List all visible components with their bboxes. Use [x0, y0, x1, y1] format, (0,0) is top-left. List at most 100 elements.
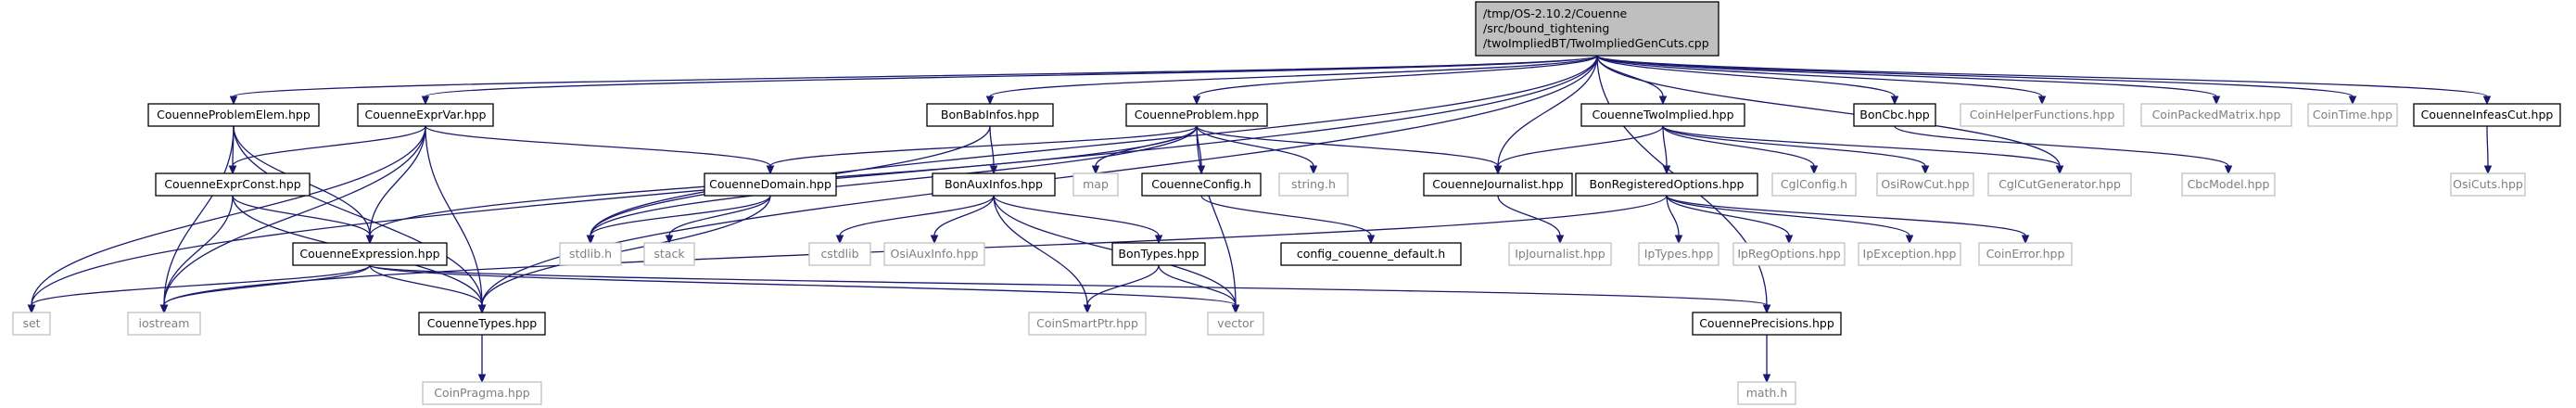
node-couenne-expression[interactable]: CouenneExpression.hpp — [292, 242, 448, 266]
edge-couenne-two-implied-to-bon-registered-options — [1662, 125, 1671, 175]
edge-couenne-problem-to-couenne-journalist — [1196, 125, 1503, 175]
edge-root-to-coin-helper-functions — [1596, 55, 2047, 106]
node-label: IpRegOptions.hpp — [1737, 247, 1840, 261]
edge-couenne-domain-to-stack — [665, 195, 771, 245]
node-label: set — [22, 316, 40, 330]
node-label: cstdlib — [820, 247, 858, 261]
edge-root-to-couenne-problem — [1192, 55, 1598, 106]
node-couenne-config[interactable]: CouenneConfig.h — [1141, 172, 1262, 197]
edge-bon-cbc-to-cbc-model — [1894, 125, 2233, 175]
node-couenne-infeas-cut[interactable]: CouenneInfeasCut.hpp — [2413, 103, 2561, 127]
node-label: CouenneTypes.hpp — [427, 316, 538, 330]
node-label: stdlib.h — [569, 247, 612, 261]
node-label: CbcModel.hpp — [2188, 177, 2270, 191]
node-label: CoinPackedMatrix.hpp — [2152, 108, 2281, 121]
node-label: CouenneExpression.hpp — [299, 247, 439, 261]
node-couenne-journalist[interactable]: CouenneJournalist.hpp — [1423, 172, 1573, 197]
edge-couenne-expr-var-to-iostream — [159, 125, 426, 314]
node-bon-aux-infos[interactable]: BonAuxInfos.hpp — [932, 172, 1056, 197]
node-couenne-problem[interactable]: CouenneProblem.hpp — [1125, 103, 1268, 127]
node-label: BonAuxInfos.hpp — [945, 177, 1043, 191]
edge-couenne-config-to-config-couenne-default — [1200, 195, 1376, 245]
node-label: string.h — [1291, 177, 1336, 191]
node-couenne-types[interactable]: CouenneTypes.hpp — [418, 312, 546, 336]
node-coin-smart-ptr: CoinSmartPtr.hpp — [1028, 312, 1147, 336]
edge-bon-types-to-vector — [1158, 264, 1240, 314]
node-stack: stack — [643, 242, 695, 266]
node-label: CouenneExprVar.hpp — [365, 108, 487, 121]
edge-bon-registered-options-to-ip-exception — [1666, 195, 1914, 245]
edge-bon-aux-infos-to-bon-types — [993, 195, 1163, 245]
edge-bon-registered-options-to-coin-error — [1666, 195, 2030, 245]
edge-couenne-expr-var-to-couenne-expression — [365, 125, 426, 245]
node-label: IpTypes.hpp — [1644, 247, 1714, 261]
node-label: CouenneTwoImplied.hpp — [1592, 108, 1733, 121]
edge-couenne-journalist-to-ip-journalist — [1497, 195, 1565, 245]
edge-couenne-problem-to-stdlib-h — [586, 125, 1198, 245]
node-math-h: math.h — [1737, 381, 1796, 405]
node-label: CglCutGenerator.hpp — [1999, 177, 2121, 191]
node-label: iostream — [139, 316, 190, 330]
edge-couenne-two-implied-to-cgl-config — [1662, 125, 1819, 175]
node-couenne-expr-const[interactable]: CouenneExprConst.hpp — [155, 172, 311, 197]
node-couenne-precisions[interactable]: CouennePrecisions.hpp — [1692, 312, 1842, 336]
node-ip-types: IpTypes.hpp — [1638, 242, 1719, 266]
edge-couenne-expression-to-set — [27, 264, 371, 314]
node-root[interactable]: /tmp/OS-2.10.2/Couenne/src/bound_tighten… — [1475, 1, 1719, 57]
edge-bon-types-to-coin-smart-ptr — [1083, 264, 1160, 314]
node-label: CouenneExprConst.hpp — [164, 177, 300, 191]
node-string-h: string.h — [1278, 172, 1349, 197]
node-osi-aux-info: OsiAuxInfo.hpp — [883, 242, 985, 266]
edge-root-to-bon-cbc — [1596, 55, 1899, 106]
node-cgl-cut-generator: CglCutGenerator.hpp — [1987, 172, 2132, 197]
node-couenne-two-implied[interactable]: CouenneTwoImplied.hpp — [1580, 103, 1745, 127]
node-label: CoinHelperFunctions.hpp — [1970, 108, 2115, 121]
node-label: stack — [654, 247, 685, 261]
node-bon-bab-infos[interactable]: BonBabInfos.hpp — [926, 103, 1054, 127]
node-couenne-domain[interactable]: CouenneDomain.hpp — [704, 172, 837, 197]
node-label: CouenneProblemElem.hpp — [157, 108, 311, 121]
node-cbc-model: CbcModel.hpp — [2181, 172, 2276, 197]
edge-root-to-couenne-infeas-cut — [1596, 55, 2492, 106]
node-label: BonTypes.hpp — [1118, 247, 1199, 261]
node-vector: vector — [1207, 312, 1264, 336]
edge-couenne-types-to-coin-pragma — [477, 335, 487, 384]
node-coin-error: CoinError.hpp — [1978, 242, 2073, 266]
node-label: BonRegisteredOptions.hpp — [1590, 177, 1745, 191]
edge-root-to-couenne-expr-var — [421, 55, 1598, 106]
node-label: IpException.hpp — [1863, 247, 1957, 261]
edge-root-to-coin-packed-matrix — [1596, 55, 2221, 106]
node-bon-cbc[interactable]: BonCbc.hpp — [1853, 103, 1936, 127]
node-config-couenne-default[interactable]: config_couenne_default.h — [1280, 242, 1462, 266]
node-map: map — [1072, 172, 1119, 197]
node-couenne-expr-var[interactable]: CouenneExprVar.hpp — [357, 103, 494, 127]
edge-couenne-two-implied-to-osi-row-cut — [1662, 125, 1930, 175]
node-iostream: iostream — [127, 312, 201, 336]
node-bon-types[interactable]: BonTypes.hpp — [1111, 242, 1206, 266]
node-label: CouenneProblem.hpp — [1135, 108, 1259, 121]
node-bon-registered-options[interactable]: BonRegisteredOptions.hpp — [1575, 172, 1758, 197]
edge-couenne-problem-to-string-h — [1196, 125, 1318, 175]
edge-bon-aux-infos-to-osi-aux-info — [930, 195, 995, 245]
node-stdlib-h: stdlib.h — [559, 242, 622, 266]
node-ip-journalist: IpJournalist.hpp — [1508, 242, 1612, 266]
edge-couenne-expr-var-to-couenne-domain — [425, 125, 775, 175]
edge-root-to-stdlib-h — [586, 55, 1598, 245]
node-coin-time: CoinTime.hpp — [2307, 103, 2398, 127]
edge-couenne-expression-to-couenne-precisions — [369, 264, 1771, 314]
node-label: map — [1083, 177, 1109, 191]
node-label: CoinTime.hpp — [2313, 108, 2392, 121]
node-label: CoinPragma.hpp — [434, 386, 529, 400]
node-label: CglConfig.h — [1781, 177, 1847, 191]
node-couenne-problem-elem[interactable]: CouenneProblemElem.hpp — [147, 103, 320, 127]
node-label: CouenneInfeasCut.hpp — [2421, 108, 2554, 121]
node-cgl-config: CglConfig.h — [1771, 172, 1857, 197]
edge-couenne-infeas-cut-to-osi-cuts — [2483, 125, 2493, 175]
edge-couenne-expr-const-to-iostream — [159, 195, 234, 314]
edge-couenne-expression-to-iostream — [159, 264, 371, 314]
node-label: BonBabInfos.hpp — [941, 108, 1039, 121]
node-label: CouennePrecisions.hpp — [1699, 316, 1834, 330]
node-label: CouenneDomain.hpp — [709, 177, 831, 191]
node-cstdlib: cstdlib — [808, 242, 871, 266]
